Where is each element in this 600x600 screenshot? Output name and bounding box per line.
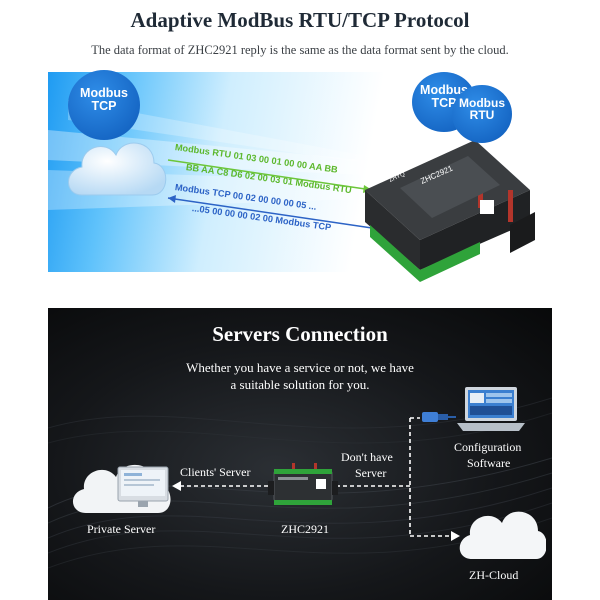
configuration-label: Configuration (454, 440, 522, 454)
zh-cloud-label: ZH-Cloud (469, 568, 519, 582)
cloud-icon (68, 142, 167, 196)
laptop-icon (457, 387, 525, 431)
servers-connection-title: Servers Connection (212, 322, 388, 346)
server-label: Server (355, 466, 387, 480)
zh-cloud-icon (459, 511, 546, 559)
top-subtitle: The data format of ZHC2921 reply is the … (91, 43, 509, 57)
clients-server-label: Clients' Server (180, 465, 251, 479)
top-title: Adaptive ModBus RTU/TCP Protocol (130, 8, 470, 32)
private-server-icon (72, 464, 171, 513)
serial-cable-icon (422, 412, 456, 422)
servers-subtitle-line-2: a suitable solution for you. (230, 377, 370, 392)
zhc2921-small-device-icon (268, 463, 338, 505)
dont-have-label: Don't have (341, 450, 393, 464)
software-label: Software (467, 456, 511, 470)
zhc2921-device-image: ZHC2921 ZHYQ (365, 140, 535, 282)
servers-subtitle-line-1: Whether you have a service or not, we ha… (186, 360, 414, 375)
zhc2921-label: ZHC2921 (281, 522, 329, 536)
private-server-label: Private Server (87, 522, 156, 536)
